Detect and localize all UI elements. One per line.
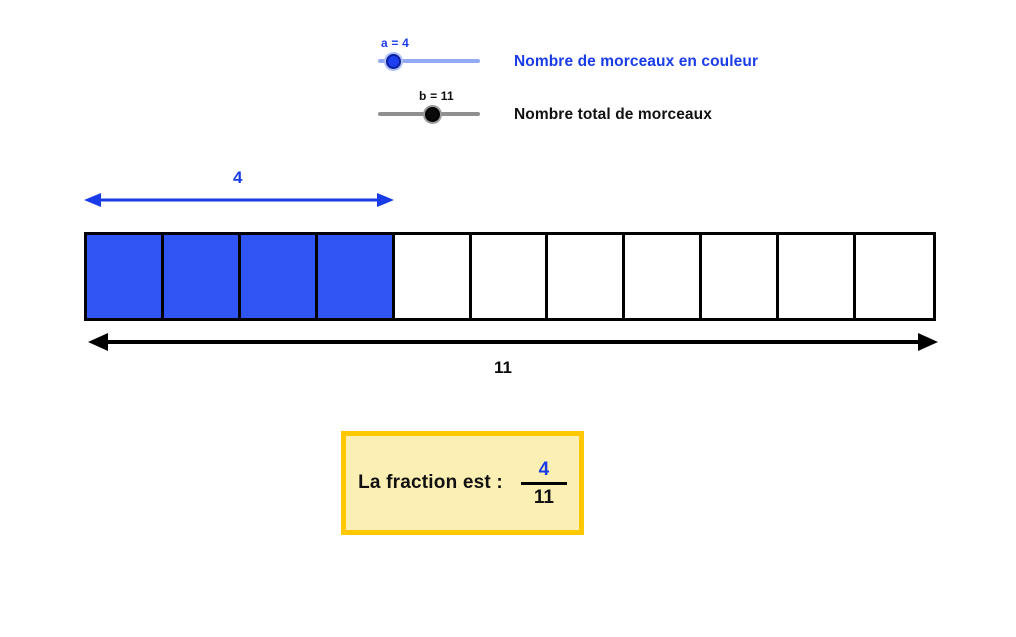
fraction-bar <box>84 232 936 321</box>
denominator-measure-label: 11 <box>494 358 512 377</box>
bar-cell[interactable] <box>87 235 164 318</box>
bar-cell[interactable] <box>856 235 933 318</box>
numerator-measure-label: 4 <box>233 168 243 187</box>
bar-cell[interactable] <box>702 235 780 318</box>
slider-a-value-label: a = 4 <box>381 36 410 50</box>
result-label: La fraction est : <box>358 472 503 493</box>
bar-cell[interactable] <box>471 235 549 318</box>
bar-cell[interactable] <box>625 235 703 318</box>
bar-cell[interactable] <box>394 235 472 318</box>
slider-b-knob[interactable] <box>425 107 440 122</box>
slider-a-track[interactable] <box>378 59 480 63</box>
slider-b-caption: Nombre total de morceaux <box>514 106 712 123</box>
numerator-measure-arrow <box>84 193 394 207</box>
bar-cell[interactable] <box>548 235 626 318</box>
slider-a-caption: Nombre de morceaux en couleur <box>514 53 759 70</box>
fraction-numerator: 4 <box>538 458 550 480</box>
slider-group-a: a = 4 <box>378 36 488 69</box>
result-box: La fraction est : 4 11 <box>341 431 584 535</box>
slider-a-knob[interactable] <box>386 54 401 69</box>
bar-cell[interactable] <box>779 235 857 318</box>
result-fraction: 4 11 <box>520 458 567 508</box>
slider-group-b: b = 11 <box>378 89 488 122</box>
bar-cell[interactable] <box>163 235 241 318</box>
bar-cell[interactable] <box>240 235 318 318</box>
fraction-denominator: 11 <box>533 486 554 508</box>
fraction-bar-line <box>520 481 567 485</box>
slider-b-value-label: b = 11 <box>419 89 454 103</box>
denominator-measure-arrow <box>88 333 938 351</box>
bar-cell[interactable] <box>317 235 395 318</box>
